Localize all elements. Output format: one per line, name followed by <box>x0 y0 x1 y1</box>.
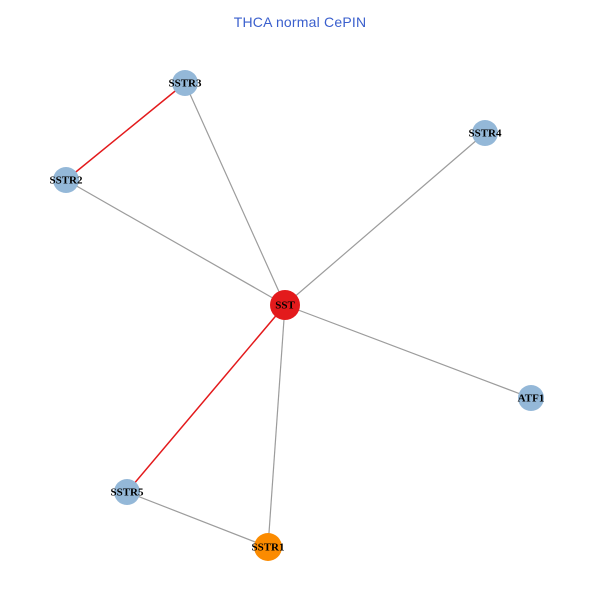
node-SSTR1[interactable] <box>254 533 282 561</box>
node-label-SST: SST <box>275 300 295 312</box>
node-label-SSTR3: SSTR3 <box>168 78 202 90</box>
edge-SST-SSTR4 <box>284 132 486 306</box>
edge-SSTR5-SSTR1 <box>126 491 269 548</box>
node-ATF1[interactable] <box>518 385 544 411</box>
node-SSTR5[interactable] <box>114 479 140 505</box>
node-SSTR3[interactable] <box>172 70 198 96</box>
edge-SST-SSTR1 <box>267 304 286 548</box>
edge-SST-SSTR3 <box>184 82 286 306</box>
node-SSTR4[interactable] <box>472 120 498 146</box>
node-label-SSTR2: SSTR2 <box>49 175 83 187</box>
edge-SST-SSTR2 <box>65 179 286 306</box>
node-label-SSTR4: SSTR4 <box>468 128 502 140</box>
node-label-SSTR1: SSTR1 <box>251 542 284 554</box>
node-label-SSTR5: SSTR5 <box>110 487 144 499</box>
node-SST[interactable] <box>270 290 300 320</box>
node-SSTR2[interactable] <box>53 167 79 193</box>
edge-SST-SSTR5 <box>126 304 286 493</box>
node-label-ATF1: ATF1 <box>518 393 545 405</box>
chart-title: THCA normal CePIN <box>233 14 367 30</box>
edge-SSTR2-SSTR3 <box>65 82 186 181</box>
edge-SST-ATF1 <box>284 304 532 399</box>
